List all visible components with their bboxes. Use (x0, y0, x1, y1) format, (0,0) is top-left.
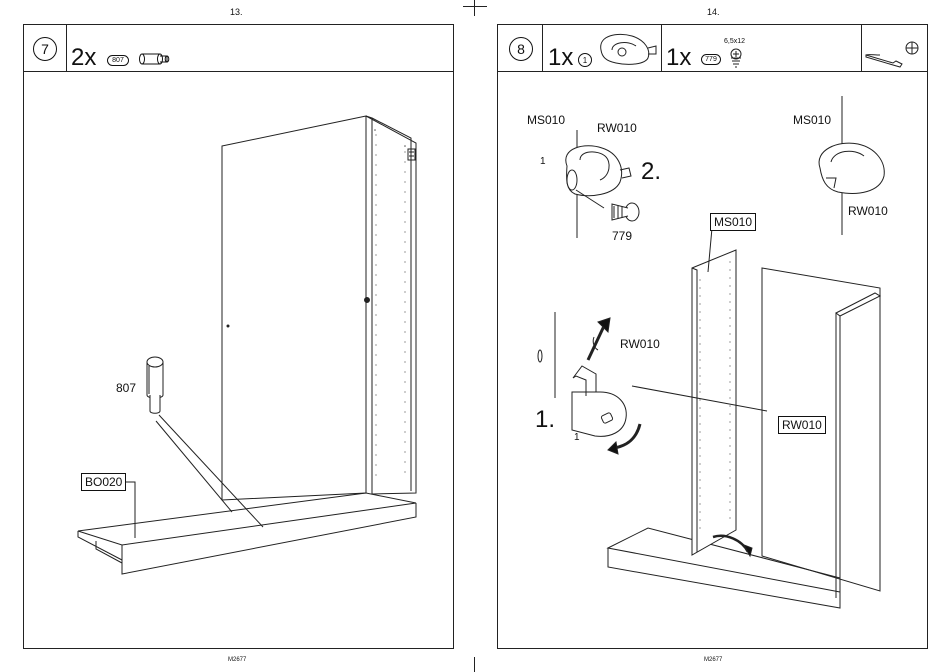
step-1-label: 1. (535, 406, 555, 434)
part-label-ms010: MS010 (710, 213, 756, 231)
part-label-rw010: RW010 (778, 416, 826, 434)
detail-label-ms010-right: MS010 (793, 113, 831, 127)
arrow-label-rw010: RW010 (620, 337, 660, 351)
detail-label-part-1: 1 (540, 156, 546, 167)
detail-label-ms010-left: MS010 (527, 113, 565, 127)
detail-label-779: 779 (612, 229, 632, 243)
main-label-part-1: 1 (574, 432, 580, 443)
detail-label-rw010-right: RW010 (848, 204, 888, 218)
detail-label-rw010-left: RW010 (597, 121, 637, 135)
detail-step-2-label: 2. (641, 158, 661, 186)
